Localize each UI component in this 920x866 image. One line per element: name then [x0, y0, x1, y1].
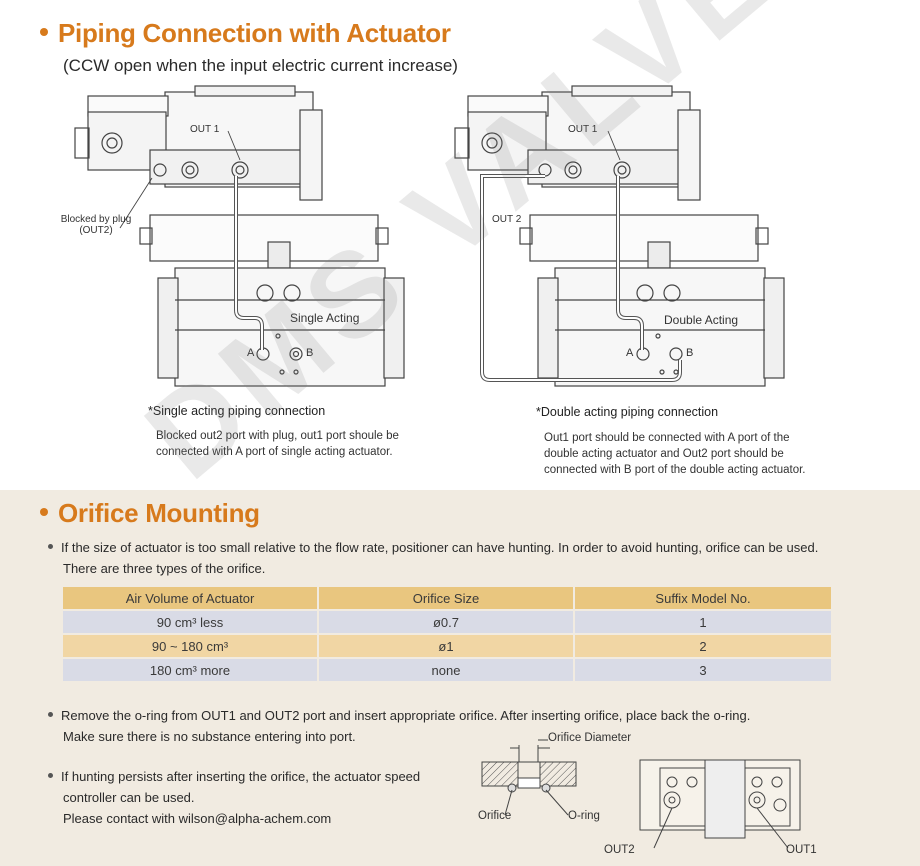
right-out1-label: OUT 1	[568, 124, 598, 135]
right-port-b: B	[686, 347, 694, 359]
right-out2-label: OUT 2	[492, 214, 522, 225]
table-cell: 90 cm³ less	[63, 611, 317, 633]
section-subtitle: (CCW open when the input electric curren…	[63, 56, 458, 75]
table-cell: 90 ~ 180 cm³	[63, 635, 317, 657]
orifice-table: Air Volume of Actuator Orifice Size Suff…	[63, 585, 831, 683]
section-title-text: Orifice Mounting	[58, 498, 260, 528]
oring-label: O-ring	[568, 810, 600, 822]
table-cell: 3	[573, 659, 831, 681]
left-out1-label: OUT 1	[190, 124, 220, 135]
bullet-dot	[40, 508, 48, 517]
left-positioner	[74, 85, 389, 269]
bullet-dot	[48, 544, 53, 550]
right-caption-body: Out1 port should be connected with A por…	[544, 430, 805, 478]
blocked-line2: (OUT2)	[79, 225, 113, 236]
left-blocked-label: Blocked by plug(OUT2)	[60, 214, 132, 236]
out2-label: OUT2	[604, 844, 635, 856]
table-cell: ø0.7	[317, 611, 573, 633]
blocked-line1: Blocked by plug	[60, 214, 132, 225]
bullet-text: Remove the o-ring from OUT1 and OUT2 por…	[61, 708, 751, 723]
bullet-text: There are three types of the orifice.	[63, 561, 266, 576]
table-cell: none	[317, 659, 573, 681]
left-caption-body: Blocked out2 port with plug, out1 port s…	[156, 428, 399, 460]
left-port-b: B	[306, 347, 314, 359]
bullet-hunting: If the size of actuator is too small rel…	[48, 537, 818, 579]
table-header: Air Volume of Actuator	[63, 587, 317, 609]
orifice-diameter-label: Orifice Diameter	[548, 732, 632, 744]
left-port-a: A	[247, 347, 255, 359]
right-actuator	[537, 267, 785, 387]
left-caption-line: connected with A port of single acting a…	[156, 446, 393, 458]
right-caption-line: Out1 port should be connected with A por…	[544, 432, 790, 444]
table-cell: 1	[573, 611, 831, 633]
bullet-text: If the size of actuator is too small rel…	[61, 540, 819, 555]
right-caption-line: double acting actuator and Out2 port sho…	[544, 448, 784, 460]
bullet-text: controller can be used.	[63, 790, 195, 805]
bullet-dot	[48, 773, 53, 779]
table-row: 90 ~ 180 cm³ ø1 2	[63, 635, 831, 657]
table-header-row: Air Volume of Actuator Orifice Size Suff…	[63, 587, 831, 609]
section-title-text: Piping Connection with Actuator	[58, 18, 451, 48]
table-cell: 2	[573, 635, 831, 657]
bullet-dot	[48, 712, 53, 718]
table-header: Orifice Size	[317, 587, 573, 609]
section-title-orifice: Orifice Mounting	[40, 498, 260, 529]
left-caption-line: Blocked out2 port with plug, out1 port s…	[156, 430, 399, 442]
left-actuator	[157, 267, 405, 387]
bullet-text: If hunting persists after inserting the …	[61, 769, 421, 784]
table-row: 90 cm³ less ø0.7 1	[63, 611, 831, 633]
section-title-piping: Piping Connection with Actuator	[40, 18, 451, 49]
right-actuator-label: Double Acting	[664, 313, 739, 327]
bullet-text: Make sure there is no substance entering…	[63, 729, 356, 744]
out1-label: OUT1	[786, 844, 817, 856]
orifice-label: Orifice	[478, 810, 512, 822]
table-cell: ø1	[317, 635, 573, 657]
left-caption-title: *Single acting piping connection	[148, 404, 326, 418]
bullet-oring: Remove the o-ring from OUT1 and OUT2 por…	[48, 705, 750, 747]
right-caption-line: connected with B port of the double acti…	[544, 464, 806, 476]
bullet-speed-controller: If hunting persists after inserting the …	[48, 766, 420, 829]
piping-diagrams	[74, 85, 785, 387]
left-actuator-label: Single Acting	[290, 311, 360, 325]
table-row: 180 cm³ more none 3	[63, 659, 831, 681]
table-cell: 180 cm³ more	[63, 659, 317, 681]
table-header: Suffix Model No.	[573, 587, 831, 609]
right-port-a: A	[626, 347, 634, 359]
right-caption-title: *Double acting piping connection	[536, 405, 719, 419]
bullet-dot	[40, 28, 48, 37]
bullet-text: Please contact with wilson@alpha-achem.c…	[63, 811, 332, 826]
